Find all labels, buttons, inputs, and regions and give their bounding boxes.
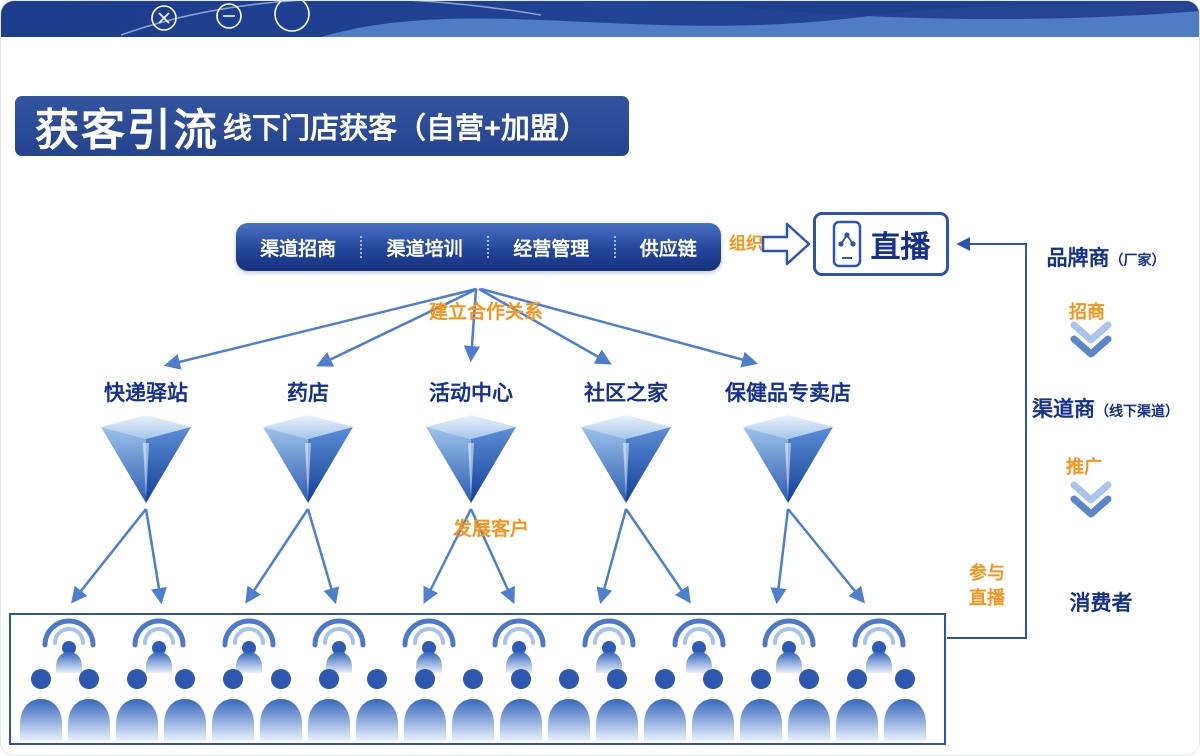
chevron-down-icon (1074, 325, 1108, 354)
close-icon[interactable] (151, 5, 177, 31)
channel-label: 渠道商（线下渠道） (1013, 393, 1198, 423)
divider (360, 236, 363, 258)
pipeline-item-management: 经营管理 (513, 238, 590, 260)
store-label-express-station: 快递驿站 (104, 382, 188, 405)
develop-customers-label: 发展客户 (452, 519, 529, 540)
promotion-label: 推广 (1066, 457, 1102, 477)
channel-text: 渠道商 (1032, 398, 1095, 421)
funnel-icon (426, 415, 516, 503)
funnel-icon (743, 415, 833, 503)
funnel-icon (263, 415, 353, 503)
window-titlebar (1, 1, 1199, 37)
titlebar-line (120, 1, 542, 36)
pipeline-bar: 渠道招商 渠道培训 经营管理 供应链 (236, 223, 721, 271)
channel-note: （线下渠道） (1095, 403, 1179, 419)
organize-arrow (761, 222, 811, 266)
store-label-health-store: 保健品专卖店 (725, 382, 851, 405)
pipeline-item-investment: 渠道招商 (260, 238, 337, 260)
funnel-icon (581, 415, 671, 503)
pipeline-item-training: 渠道培训 (386, 238, 463, 260)
funnel-icon (101, 415, 191, 503)
title-subtitle: 线下门店获客（自营+加盟） (223, 113, 588, 145)
live-stream-box: 直播 (813, 212, 949, 276)
store-label-community-home: 社区之家 (584, 382, 668, 405)
titlebar-decor (1, 1, 1199, 37)
join-live-label: 参与 直播 (959, 561, 1015, 611)
investment-label: 招商 (1069, 302, 1105, 322)
organize-label: 组织 (729, 234, 763, 253)
join-live-line1: 参与 (969, 563, 1005, 583)
minimize-icon[interactable] (216, 3, 242, 29)
divider (486, 236, 489, 258)
phone-share-icon (832, 220, 861, 268)
page-title: 获客引流 线下门店获客（自营+加盟） (15, 96, 629, 156)
brand-text: 品牌商 (1046, 247, 1110, 270)
brand-label: 品牌商（厂家） (1021, 242, 1191, 272)
pipeline-item-supplychain: 供应链 (639, 238, 697, 260)
brand-note: （厂家） (1109, 252, 1166, 268)
chevron-down-icon (1074, 485, 1108, 514)
customer-pool-box (9, 613, 946, 745)
store-label-pharmacy: 药店 (287, 382, 329, 405)
build-cooperation-label: 建立合作关系 (428, 302, 543, 323)
store-funnels (101, 415, 833, 503)
join-live-line2: 直播 (969, 588, 1005, 608)
title-main: 获客引流 (35, 106, 219, 155)
store-label-activity-center: 活动中心 (429, 382, 513, 405)
titlebar-swoosh-dark (561, 1, 1199, 20)
window-circle-icon (274, 1, 310, 32)
live-label: 直播 (870, 231, 931, 264)
consumer-label: 消费者 (1069, 592, 1133, 615)
divider (613, 236, 616, 258)
